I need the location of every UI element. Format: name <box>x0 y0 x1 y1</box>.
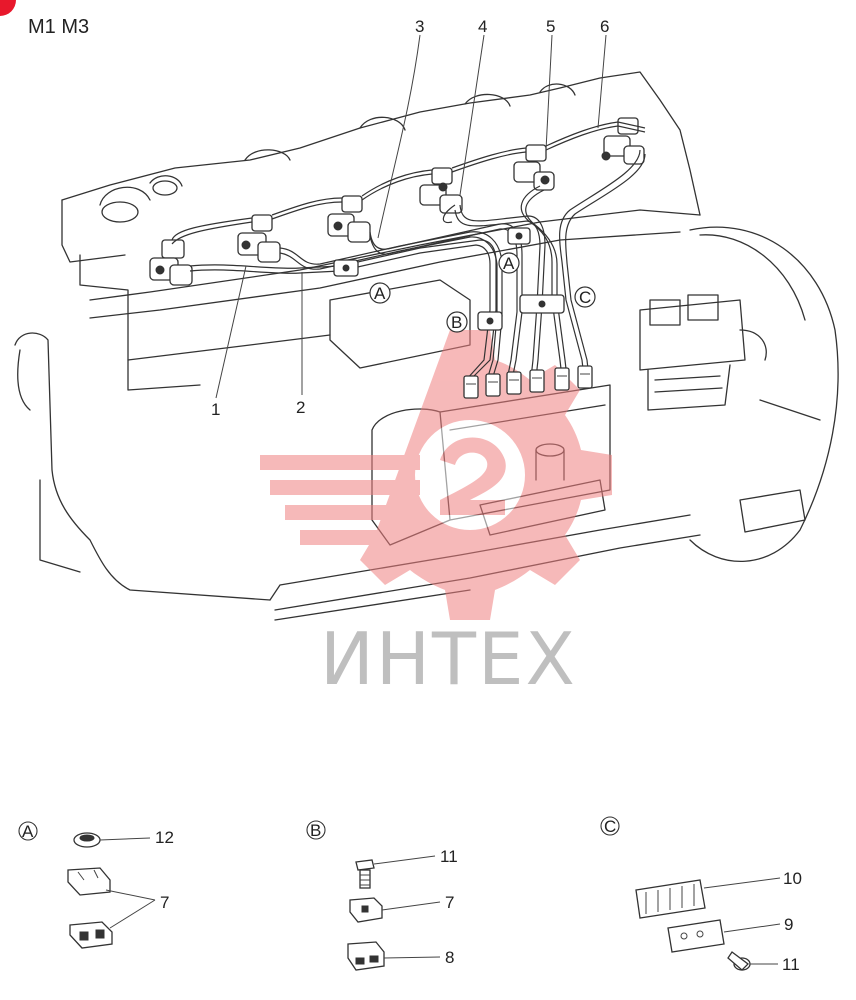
detail-c-marker: C <box>604 817 616 836</box>
detail-a: A 12 7 <box>18 821 174 949</box>
callout-leaders <box>215 34 607 399</box>
high-pressure-pipes <box>171 121 646 381</box>
svg-text:C: C <box>579 288 591 307</box>
diagram-title: M1 M3 <box>28 16 89 38</box>
svg-text:A: A <box>374 284 386 303</box>
injector-4 <box>419 167 463 214</box>
detail-b-part-11: 11 <box>440 847 458 866</box>
pipe-clamps <box>333 227 565 331</box>
detail-a-part-12: 12 <box>155 828 174 847</box>
detail-c-part-10: 10 <box>783 869 802 888</box>
detail-c: C 10 9 11 <box>600 816 802 974</box>
injector-3 <box>327 195 371 243</box>
callout-3: 3 <box>415 17 424 36</box>
clamp-marker-b: B <box>446 311 468 333</box>
detail-c-part-9: 9 <box>784 915 793 934</box>
svg-text:A: A <box>503 254 515 273</box>
injector-1 <box>149 239 193 286</box>
detail-a-part-7: 7 <box>160 893 169 912</box>
callout-1: 1 <box>211 400 220 419</box>
detail-c-part-11: 11 <box>782 955 800 974</box>
clamp-marker-a2: A <box>498 252 520 274</box>
injector-2 <box>237 214 281 263</box>
detail-a-marker: A <box>22 822 34 841</box>
callout-2: 2 <box>296 398 305 417</box>
clamp-marker-c: C <box>574 286 596 308</box>
callout-4: 4 <box>478 17 487 36</box>
detail-b: B 11 7 8 <box>306 820 458 971</box>
pump-delivery-valves <box>463 365 593 399</box>
callout-5: 5 <box>546 17 555 36</box>
detail-b-part-7: 7 <box>445 893 454 912</box>
watermark-text: ИНТЕХ <box>320 617 577 701</box>
detail-b-marker: B <box>310 821 321 840</box>
injector-6 <box>601 117 645 165</box>
injector-nozzles <box>149 117 645 286</box>
clamp-marker-a1: A <box>369 282 391 304</box>
callout-6: 6 <box>600 17 609 36</box>
injector-5 <box>513 144 555 191</box>
detail-b-part-8: 8 <box>445 948 454 967</box>
watermark-gear <box>260 330 612 620</box>
svg-text:B: B <box>451 313 462 332</box>
corner-badge <box>0 0 16 16</box>
